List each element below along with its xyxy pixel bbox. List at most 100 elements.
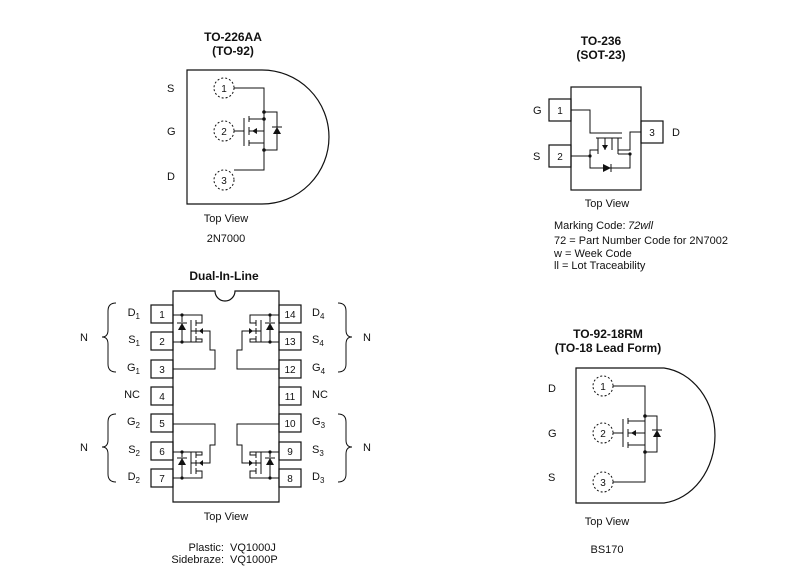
dip-pin-9-num: 9 xyxy=(287,447,293,458)
dip-pin-1: 1 D1 xyxy=(128,304,174,324)
dip-pin-2-label: S1 xyxy=(128,334,140,348)
sot23-pin3-label: D xyxy=(672,127,680,139)
dip-title: Dual-In-Line xyxy=(189,269,259,283)
to92rm-pin3-label: S xyxy=(548,472,555,484)
to92-part-number: 2N7000 xyxy=(207,233,246,245)
sot23-pin1-label: G xyxy=(533,105,542,117)
dip-pin-3: 3 G1 xyxy=(127,359,174,379)
dip-pin-4-label: NC xyxy=(124,389,140,401)
dip-mosfet-2 xyxy=(173,423,216,480)
to92-body xyxy=(186,69,330,205)
sot23-legend-2: w = Week Code xyxy=(553,248,632,260)
dip-channel-label-left-bottom: N xyxy=(80,442,88,454)
dip-pin-9: 9 S3 xyxy=(278,441,324,461)
to92rm-pin1-label: D xyxy=(548,383,556,395)
to92-title: TO-226AA xyxy=(204,30,262,44)
to92-pin2-label: G xyxy=(167,126,176,138)
to92rm-pin1-num: 1 xyxy=(600,382,606,393)
dip-pin-13-num: 13 xyxy=(284,337,296,348)
sot23-title: TO-236 xyxy=(581,34,622,48)
dip-brace-right-top xyxy=(337,302,353,373)
dip-pin-11-label: NC xyxy=(312,389,328,401)
dip-pin-10-label: G3 xyxy=(312,416,326,430)
dip-pin-1-num: 1 xyxy=(159,310,165,321)
dip-view-label: Top View xyxy=(204,511,248,523)
dip-mosfet-3 xyxy=(236,423,279,480)
sot23-legend-1: 72 = Part Number Code for 2N7002 xyxy=(554,235,728,247)
dip-pin-5-num: 5 xyxy=(159,419,165,430)
dip-pin-8-num: 8 xyxy=(287,474,293,485)
dip-pin-12-label: G4 xyxy=(312,362,326,376)
to92rm-pin2-label: G xyxy=(548,428,557,440)
dip-pin-7-label: D2 xyxy=(128,471,141,485)
to92rm-package: TO-92-18RM (TO-18 Lead Form) D G S 1 2 3 xyxy=(548,327,716,556)
dip-pin-13-label: S4 xyxy=(312,334,324,348)
to92rm-title: TO-92-18RM xyxy=(573,327,643,341)
sot23-subtitle: (SOT-23) xyxy=(576,48,625,62)
to92rm-part-number: BS170 xyxy=(590,544,623,556)
to92-pin2-num: 2 xyxy=(221,127,227,138)
dip-pin-1-label: D1 xyxy=(128,307,141,321)
to92-package: TO-226AA (TO-92) S G D 1 2 3 xyxy=(167,30,330,245)
dip-pin-14-num: 14 xyxy=(284,310,296,321)
dip-brace-right-bottom xyxy=(337,413,353,483)
to92rm-pin2-num: 2 xyxy=(600,429,606,440)
to92-pin3-num: 3 xyxy=(221,176,227,187)
dip-mosfet-1 xyxy=(173,313,216,370)
dip-pin-2-num: 2 xyxy=(159,337,165,348)
sot23-view-label: Top View xyxy=(585,198,629,210)
to92-pin1-num: 1 xyxy=(221,84,227,95)
dip-plastic-part: VQ1000J xyxy=(230,542,276,554)
sot23-legend-3: ll = Lot Traceability xyxy=(554,260,646,272)
dip-pin-13: 13 S4 xyxy=(278,331,324,351)
dip-channel-label-left-top: N xyxy=(80,332,88,344)
dip-left-pins: 1 D1 2 S1 3 G1 4 NC 5 G2 6 S2 7 D2 xyxy=(124,304,174,488)
to92rm-body xyxy=(575,367,716,504)
dip-body xyxy=(172,290,280,503)
sot23-pin3-num: 3 xyxy=(649,128,655,139)
sot23-package: TO-236 (SOT-23) 1 2 3 G S D Top View xyxy=(533,34,728,272)
dip-pin-3-num: 3 xyxy=(159,365,165,376)
to92-pin1-label: S xyxy=(167,83,174,95)
to92rm-view-label: Top View xyxy=(585,516,629,528)
dip-pin-6-label: S2 xyxy=(128,444,140,458)
sot23-marking-code: 72wll xyxy=(628,220,654,232)
dip-pin-3-label: G1 xyxy=(127,362,141,376)
dip-channel-label-right-top: N xyxy=(363,332,371,344)
to92-view-label: Top View xyxy=(204,213,248,225)
to92rm-mosfet-symbol xyxy=(613,385,662,483)
dip-pin-6-num: 6 xyxy=(159,447,165,458)
sot23-pin2-num: 2 xyxy=(557,152,563,163)
dip-pin-5: 5 G2 xyxy=(127,413,174,433)
sot23-pin1-num: 1 xyxy=(557,106,563,117)
to92rm-pin3-num: 3 xyxy=(600,478,606,489)
dip-pin-9-label: S3 xyxy=(312,444,324,458)
dip-pin-4-num: 4 xyxy=(159,392,165,403)
to92-subtitle: (TO-92) xyxy=(212,44,254,58)
dip-sidebraze-label: Sidebraze: xyxy=(171,554,224,566)
to92-pin3 xyxy=(213,169,235,191)
dip-pin-11: 11 NC xyxy=(278,386,328,406)
sot23-pin2-label: S xyxy=(533,151,540,163)
dip-plastic-label: Plastic: xyxy=(189,542,224,554)
dip-pin-11-num: 11 xyxy=(285,392,296,403)
dip-sidebraze-part: VQ1000P xyxy=(230,554,278,566)
dip-pin-2: 2 S1 xyxy=(128,331,174,351)
dip-pin-5-label: G2 xyxy=(127,416,141,430)
dip-pin-14-label: D4 xyxy=(312,307,325,321)
dip-brace-left-bottom xyxy=(101,413,117,483)
dip-brace-left-top xyxy=(101,302,117,373)
dip-pin-7-num: 7 xyxy=(159,474,165,485)
dip-pin-14: 14 D4 xyxy=(278,304,325,324)
dip-pin-4: 4 NC xyxy=(124,386,174,406)
to92rm-subtitle: (TO-18 Lead Form) xyxy=(555,341,661,355)
dip-mosfet-4 xyxy=(236,313,279,370)
sot23-mosfet-symbol xyxy=(571,109,641,172)
dip-channel-label-right-bottom: N xyxy=(363,442,371,454)
